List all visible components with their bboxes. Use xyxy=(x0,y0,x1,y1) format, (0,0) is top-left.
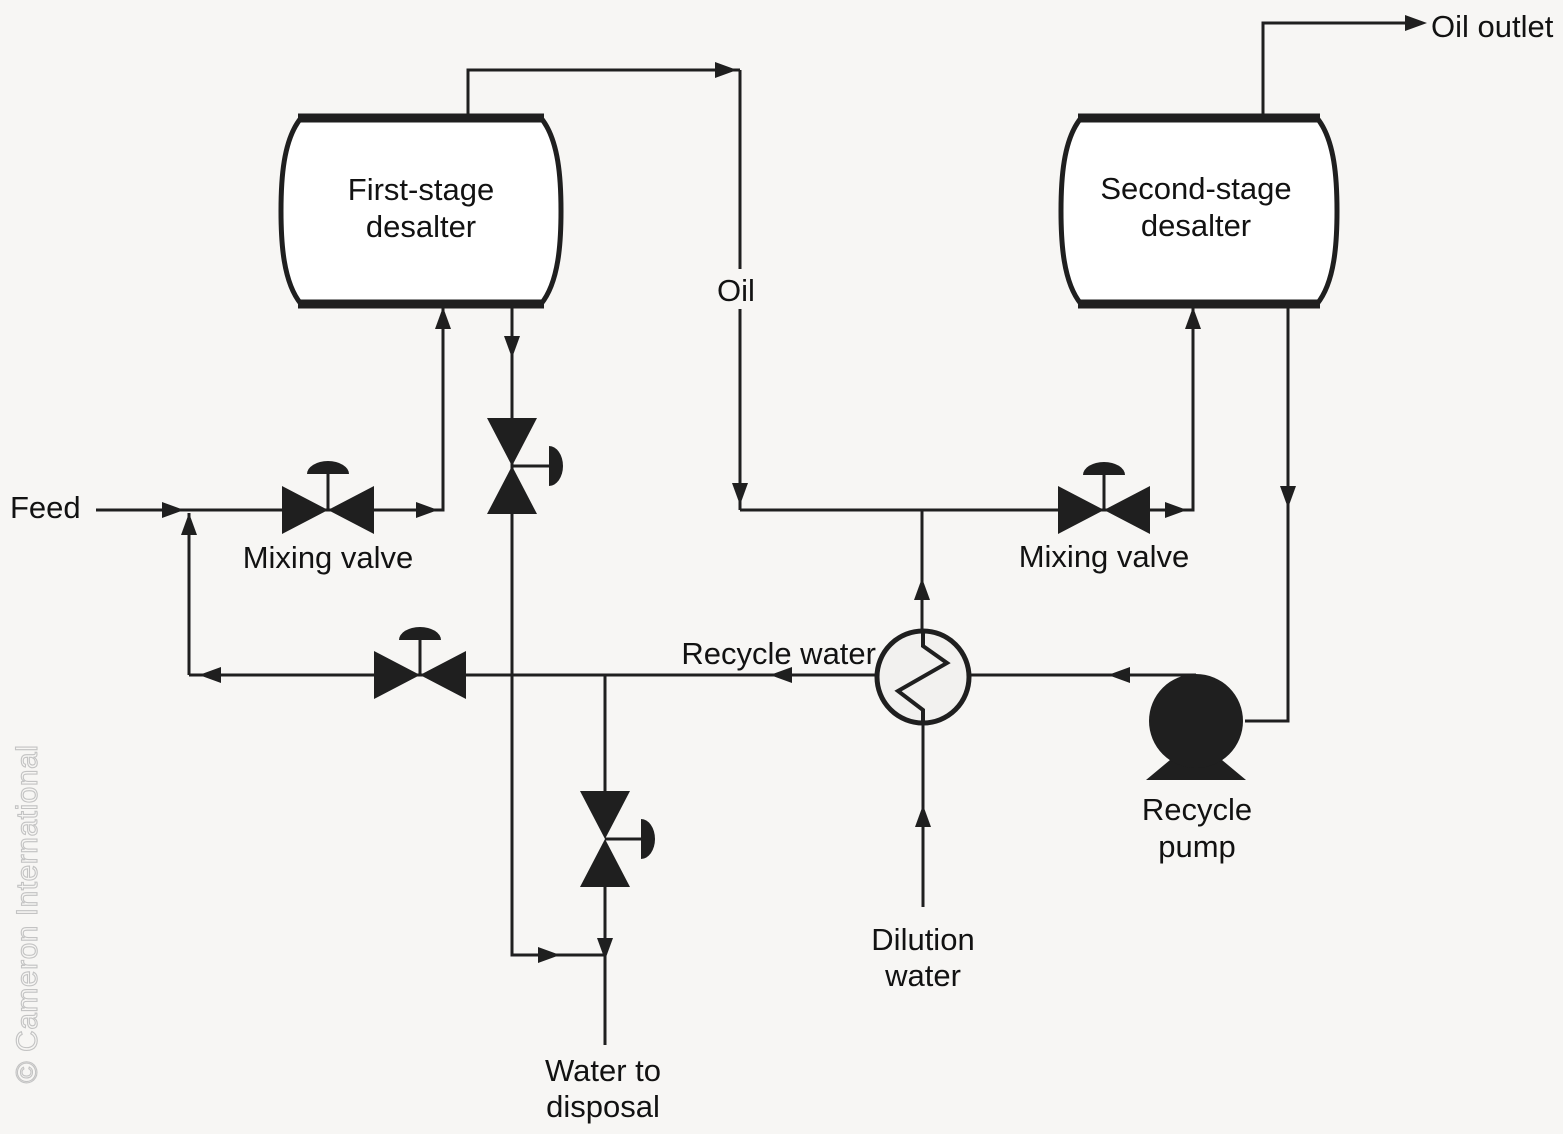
drain-valve-handle-icon xyxy=(549,446,563,486)
second-stage-desalter-label-line1: Second-stage xyxy=(1100,171,1291,206)
mixing-valve-1-actuator-icon xyxy=(307,461,349,474)
recycle-pump-label-line2: pump xyxy=(1158,829,1236,864)
arrow-exchanger-outlet-up xyxy=(914,578,930,600)
arrow-into-vessel2-riser xyxy=(1165,502,1187,518)
first-stage-desalter-label-line2: desalter xyxy=(366,209,476,244)
mixing-valve-2-left-wedge xyxy=(1058,486,1104,534)
feed-label: Feed xyxy=(10,490,81,525)
first-stage-desalter: First-stage desalter xyxy=(278,113,564,309)
arrow-vessel1-inlet-up xyxy=(435,307,451,329)
arrow-vessel2-inlet-up xyxy=(1185,307,1201,329)
mixing-valve-second-stage: Mixing valve xyxy=(1019,462,1190,574)
mixing-valve-2-right-wedge xyxy=(1104,486,1150,534)
drain-valve-top-wedge xyxy=(487,418,537,466)
pipe-feed-line xyxy=(96,308,445,512)
mixing-valve-1-left-wedge xyxy=(282,486,328,534)
pipe-pump-suction xyxy=(1245,306,1290,723)
flow-arrows xyxy=(162,15,1427,963)
recycle-valve-actuator-icon xyxy=(399,627,441,640)
mixing-valve-1-label: Mixing valve xyxy=(243,540,414,575)
arrow-overhead-right xyxy=(715,62,737,78)
recycle-pump: Recycle pump xyxy=(1142,674,1252,864)
arrow-disposal-down xyxy=(597,938,613,960)
arrow-recycle-left-2 xyxy=(199,667,221,683)
mixing-valve-first-stage: Mixing valve xyxy=(243,461,414,575)
arrow-recycle-left-1 xyxy=(770,667,792,683)
pipe-second-mixing-line xyxy=(740,308,1195,512)
mixing-valve-2-actuator-icon xyxy=(1083,462,1125,475)
dilution-water-label-line2: water xyxy=(884,958,961,993)
arrow-pump-suction-down xyxy=(1280,486,1296,508)
heat-exchanger-coil-icon xyxy=(894,632,951,722)
recycle-pump-label-line1: Recycle xyxy=(1142,792,1252,827)
oil-outlet-label: Oil outlet xyxy=(1431,9,1554,44)
pipe-first-desalter-drain xyxy=(510,306,605,957)
arrow-vessel1-drain-down xyxy=(504,336,520,358)
first-stage-desalter-label-line1: First-stage xyxy=(348,172,494,207)
stream-labels: Feed Oil Oil outlet Recycle water Diluti… xyxy=(10,9,1554,1124)
pipe-first-desalter-overhead xyxy=(466,68,740,116)
recycle-pump-base xyxy=(1146,760,1246,780)
arrow-recycle-up-to-feed xyxy=(181,513,197,535)
second-stage-desalter: Second-stage desalter xyxy=(1058,113,1340,309)
dilution-water-label-line1: Dilution xyxy=(871,922,974,957)
recycle-pump-symbol xyxy=(1149,674,1243,768)
disposal-valve xyxy=(580,791,655,887)
piping xyxy=(96,21,1423,1045)
arrow-feed-right xyxy=(162,502,184,518)
arrow-pump-discharge-left xyxy=(1108,667,1130,683)
disposal-valve-handle-icon xyxy=(641,819,655,859)
arrow-oil-down xyxy=(732,483,748,505)
copyright-watermark: © Cameron International xyxy=(11,745,44,1084)
recycle-control-valve xyxy=(374,627,466,699)
recycle-valve-left-wedge xyxy=(374,651,420,699)
arrow-drain-jog-right xyxy=(538,947,560,963)
recycle-valve-right-wedge xyxy=(420,651,466,699)
drain-valve-bottom-wedge xyxy=(487,466,537,514)
second-stage-desalter-label-line2: desalter xyxy=(1141,208,1251,243)
water-to-disposal-label-line2: disposal xyxy=(546,1089,660,1124)
heat-exchanger xyxy=(874,628,972,726)
mixing-valve-1-right-wedge xyxy=(328,486,374,534)
arrow-into-vessel1-riser xyxy=(416,502,438,518)
oil-label: Oil xyxy=(717,273,755,308)
first-stage-drain-valve xyxy=(487,418,563,514)
disposal-valve-top-wedge xyxy=(580,791,630,839)
water-to-disposal-label-line1: Water to xyxy=(545,1053,661,1088)
recycle-water-label: Recycle water xyxy=(681,636,876,671)
pipe-oil-outlet xyxy=(1261,21,1423,116)
arrow-dilution-up xyxy=(915,805,931,827)
mixing-valve-2-label: Mixing valve xyxy=(1019,539,1190,574)
arrow-oil-outlet-right xyxy=(1405,15,1427,31)
disposal-valve-bottom-wedge xyxy=(580,839,630,887)
